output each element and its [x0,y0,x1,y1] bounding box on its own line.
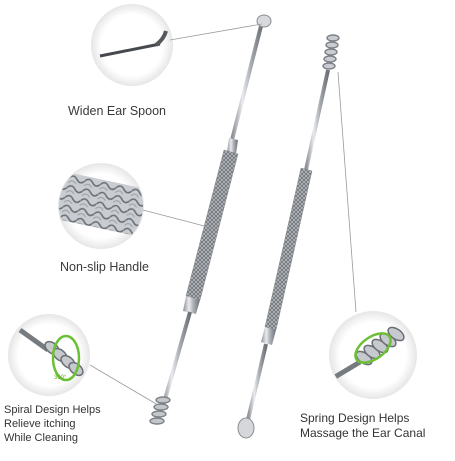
callout-widen-ear-spoon [91,4,263,86]
ear-pick-tool-left [149,14,272,425]
spring-design-label: Spring Design Helps Massage the Ear Cana… [300,411,425,441]
widen-ear-spoon-label: Widen Ear Spoon [68,104,166,118]
spiral-line-3: While Cleaning [4,432,78,444]
spiral-line-2: Relieve itching [4,418,76,430]
non-slip-handle-label: Non-slip Handle [60,260,149,274]
callout-spiral-design [8,314,159,406]
ear-pick-tool-right [237,34,340,439]
spring-line-2: Massage the Ear Canal [300,426,426,440]
rotation-360-label: 360° [54,375,67,381]
callout-non-slip-handle [58,163,213,249]
spring-line-1: Spring Design Helps [300,411,410,425]
spiral-line-1: Spiral Design Helps [4,404,101,416]
callout-spring-design [329,71,417,399]
spiral-design-label: Spiral Design Helps Relieve itching Whil… [4,403,101,445]
